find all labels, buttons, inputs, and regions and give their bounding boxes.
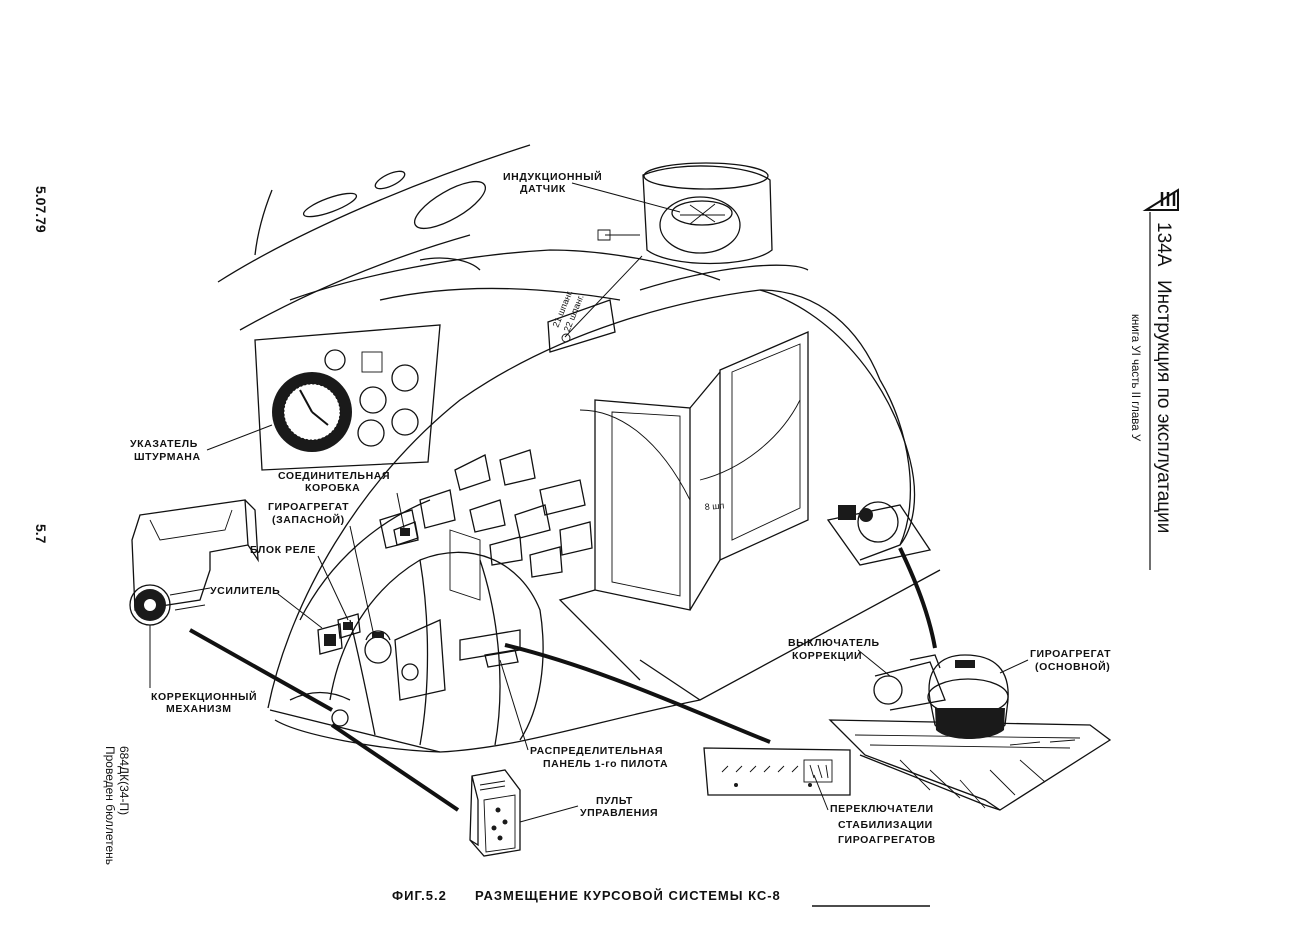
label-navigator-indicator-1: УКАЗАТЕЛЬ [130, 438, 198, 450]
header-model: 134А [1153, 222, 1174, 267]
label-junction-box-2: КОРОБКА [305, 482, 360, 494]
caption-fig-number: ФИГ.5.2 [392, 888, 447, 903]
label-amplifier: УСИЛИТЕЛЬ [210, 585, 280, 597]
label-corr-switch-2: КОРРЕКЦИИ [792, 650, 862, 662]
margin-note-line2: 684ДК(34-П) [117, 746, 131, 815]
margin-note-line1: Проведен бюллетень [103, 746, 117, 865]
figure-caption: ФИГ.5.2 РАЗМЕЩЕНИЕ КУРСОВОЙ СИСТЕМЫ КС-8 [392, 888, 930, 907]
label-stab-switches-2: СТАБИЛИЗАЦИИ [838, 819, 933, 831]
distribution-panel [703, 747, 851, 796]
label-correction-mech-2: МЕХАНИЗМ [166, 703, 232, 715]
instrument-panel [254, 324, 441, 471]
label-induction-sensor-2: ДАТЧИК [520, 183, 566, 195]
junction-box [393, 521, 419, 546]
gyro-main-installed [838, 501, 899, 543]
label-induction-sensor-1: ИНДУКЦИОННЫЙ [503, 170, 602, 183]
label-correction-mech-1: КОРРЕКЦИОННЫЙ [151, 690, 257, 703]
label-dist-panel-1: РАСПРЕДЕЛИТЕЛЬНАЯ [530, 745, 663, 757]
navigator-indicator-dial [272, 372, 352, 452]
control-panel [469, 769, 521, 857]
label-corr-switch-1: ВЫКЛЮЧАТЕЛЬ [788, 637, 880, 649]
label-junction-box-1: СОЕДИНИТЕЛЬНАЯ [278, 470, 390, 482]
label-navigator-indicator-2: ШТУРМАНА [134, 451, 201, 463]
label-stab-switches-1: ПЕРЕКЛЮЧАТЕЛИ [830, 803, 934, 815]
relay-block [337, 613, 361, 639]
correction-mechanism [129, 499, 349, 727]
label-gyro-main-1: ГИРОАГРЕГАТ [1030, 648, 1111, 660]
label-gyro-spare-2: (ЗАПАСНОЙ) [272, 513, 345, 526]
label-control-panel-2: УПРАВЛЕНИЯ [580, 807, 658, 819]
aircraft-top-outline [217, 144, 721, 353]
header-block: 134А Инструкция по эксплуатации книга УI… [1129, 188, 1179, 570]
label-gyro-main-2: (ОСНОВНОЙ) [1035, 660, 1110, 673]
label-dist-panel-2: ПАНЕЛЬ 1-го ПИЛОТА [543, 758, 668, 770]
gyro-main-assembly [828, 654, 1112, 811]
header-title: Инструкция по эксплуатации [1153, 280, 1174, 533]
label-stab-switches-3: ГИРОАГРЕГАТОВ [838, 834, 936, 846]
fuselage-cutaway [267, 264, 941, 753]
header-subtitle: книга УI часть II глава У [1129, 314, 1141, 442]
manufacturer-logo [1142, 188, 1179, 211]
amplifier [317, 623, 343, 655]
label-frame-marker: 8 шп [704, 500, 725, 512]
margin-date: 5.07.79 [33, 186, 49, 233]
label-relay-block: БЛОК РЕЛЕ [250, 544, 316, 556]
induction-sensor [597, 162, 773, 265]
label-gyro-spare-1: ГИРОАГРЕГАТ [268, 501, 349, 513]
caption-title: РАЗМЕЩЕНИЕ КУРСОВОЙ СИСТЕМЫ КС-8 [475, 888, 781, 903]
label-control-panel-1: ПУЛЬТ [596, 795, 633, 807]
margin-page-number: 5.7 [33, 524, 49, 544]
gyro-spare [364, 630, 392, 664]
